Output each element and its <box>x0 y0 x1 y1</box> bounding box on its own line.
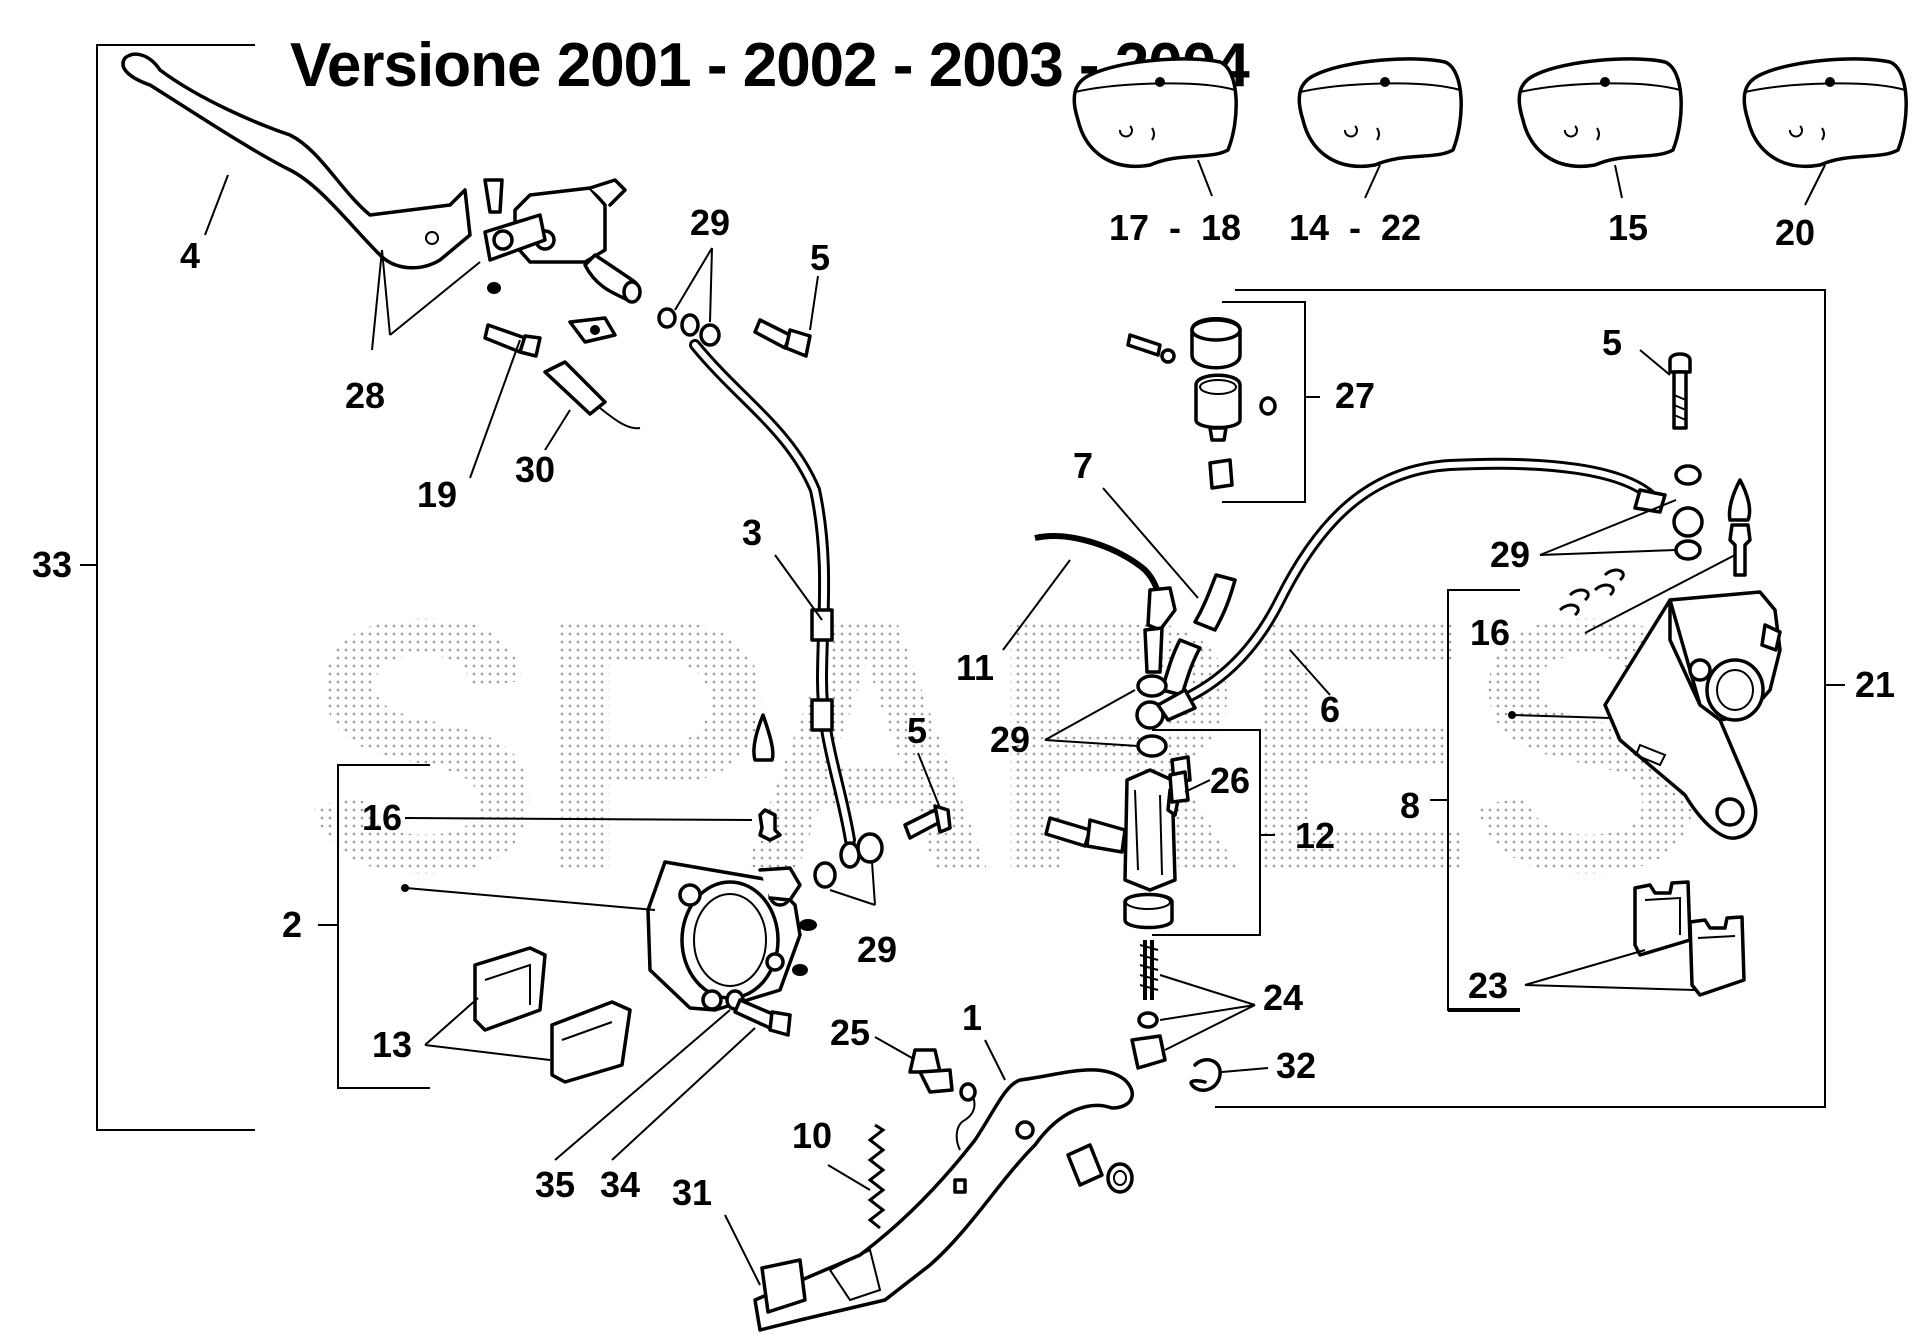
callout-4: 4 <box>180 235 200 276</box>
callout-17-18: 17 - 18 <box>1109 207 1241 248</box>
callout-25: 25 <box>830 1012 870 1053</box>
callout-13: 13 <box>372 1024 412 1065</box>
brake-lever <box>121 52 472 270</box>
callout-26: 26 <box>1210 760 1250 801</box>
brake-pads-rear <box>1633 880 1746 997</box>
banjo-washers-top <box>657 307 721 347</box>
reservoir-variant-14-22 <box>1297 57 1463 199</box>
bolt-5-right <box>1668 352 1692 430</box>
callout-5-right: 5 <box>1602 322 1622 363</box>
brake-light-switch-11 <box>1034 533 1177 674</box>
callout-20: 20 <box>1775 212 1815 253</box>
callout-29-caliper: 29 <box>857 929 897 970</box>
reservoir-variant-20 <box>1742 57 1908 206</box>
callout-1: 1 <box>962 997 982 1038</box>
rear-brake-caliper <box>1603 590 1782 840</box>
bracket-21 <box>1215 289 1826 1108</box>
rear-brake-hose <box>1156 457 1704 722</box>
bolt-34-washer-35 <box>725 989 792 1037</box>
watermark: SPARES <box>303 545 1697 947</box>
pivot-bolt-25 <box>908 1048 954 1094</box>
rear-reservoir <box>1126 317 1277 490</box>
front-master-cylinder <box>483 178 642 344</box>
reservoir-variant-15 <box>1517 57 1683 199</box>
bleeder-valve-16-left <box>758 808 782 842</box>
callout-24: 24 <box>1263 977 1303 1018</box>
callout-8: 8 <box>1400 785 1420 826</box>
callout-23: 23 <box>1468 965 1508 1006</box>
clip-32 <box>1189 1058 1222 1092</box>
callout-32: 32 <box>1276 1045 1316 1086</box>
callout-30: 30 <box>515 449 555 490</box>
callout-11: 11 <box>956 647 994 688</box>
callout-15: 15 <box>1608 207 1648 248</box>
front-brake-hose <box>689 339 861 869</box>
callout-29-top: 29 <box>690 202 730 243</box>
bracket-12 <box>1152 729 1261 936</box>
bleeder-cap-left <box>752 713 775 762</box>
callout-34: 34 <box>600 1164 640 1205</box>
callout-5-middle: 5 <box>907 710 927 751</box>
brake-pedal <box>753 1068 1134 1332</box>
callout-16-right: 16 <box>1470 612 1510 653</box>
callout-31: 31 <box>672 1172 712 1213</box>
callout-19: 19 <box>417 474 457 515</box>
return-spring-10 <box>867 1123 886 1230</box>
callout-14-22: 14 - 22 <box>1289 207 1421 248</box>
brake-pads-front <box>473 946 632 1084</box>
brake-switch-30 <box>543 360 641 430</box>
bracket-27 <box>1222 301 1306 503</box>
callout-10: 10 <box>792 1115 832 1156</box>
callout-27: 27 <box>1335 375 1375 416</box>
callout-12: 12 <box>1295 815 1335 856</box>
callout-6: 6 <box>1320 689 1340 730</box>
callout-21: 21 <box>1855 664 1895 705</box>
bolt-5-top <box>753 318 812 358</box>
callout-3: 3 <box>742 512 762 553</box>
callout-33: 33 <box>32 544 72 585</box>
callout-29-right: 29 <box>1490 534 1530 575</box>
bracket-2 <box>337 764 430 1089</box>
callout-5-top: 5 <box>810 237 830 278</box>
callout-2: 2 <box>282 904 302 945</box>
callout-35: 35 <box>535 1164 575 1205</box>
bolt-19 <box>483 323 542 358</box>
reservoir-variant-17-18 <box>1072 57 1238 197</box>
callout-16-left: 16 <box>362 797 402 838</box>
bracket-33 <box>96 44 255 1131</box>
front-brake-caliper <box>646 860 802 1012</box>
rear-master-cylinder <box>1044 755 1192 930</box>
callout-29-center: 29 <box>990 719 1030 760</box>
bolt-5-middle <box>903 804 952 840</box>
callout-28: 28 <box>345 375 385 416</box>
callout-7: 7 <box>1073 445 1093 486</box>
pushrod-assembly-24 <box>1130 940 1167 1070</box>
